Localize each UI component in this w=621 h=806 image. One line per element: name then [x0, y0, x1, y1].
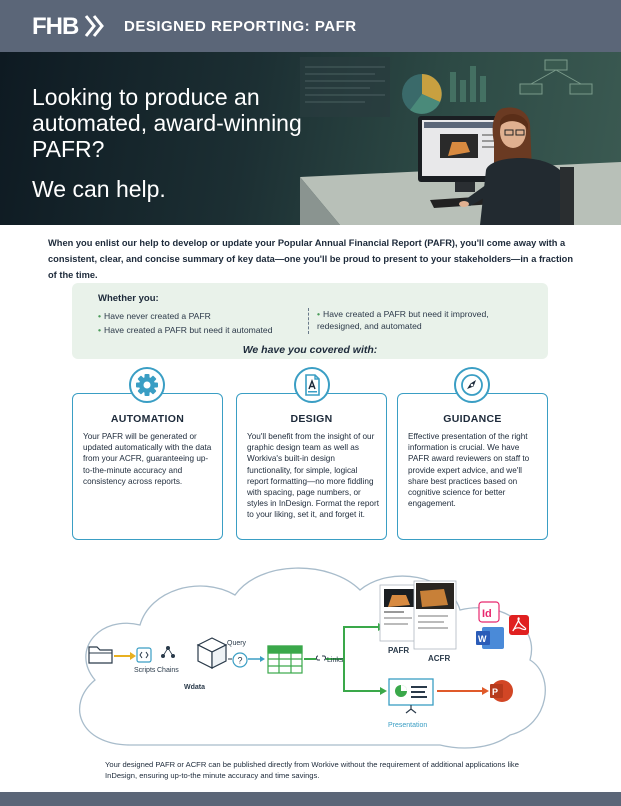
scripts-label: Scripts: [134, 667, 156, 674]
scripts-icon: [136, 647, 152, 663]
list-item: •Have created a PAFR but need it improve…: [317, 309, 489, 331]
covered-heading: We have you covered with:: [242, 344, 378, 356]
card-text: You'll benefit from the insight of our g…: [247, 432, 379, 520]
presentation-label: Presentation: [388, 722, 428, 729]
automation-card: AUTOMATION Your PAFR will be generated o…: [72, 393, 223, 540]
svg-text:P: P: [492, 687, 498, 697]
hero-headline: Looking to produce an automated, award-w…: [32, 84, 302, 162]
pafr-label: PAFR: [388, 646, 410, 655]
acrobat-icon: [509, 615, 529, 635]
hero-banner: Looking to produce an automated, award-w…: [0, 52, 621, 225]
gear-icon: [129, 367, 165, 403]
svg-text:Id: Id: [482, 608, 492, 620]
spreadsheet-icon: [267, 645, 303, 674]
whether-left-list: •Have never created a PAFR •Have created…: [98, 310, 293, 338]
folder-icon: [88, 646, 113, 664]
wdata-cube-icon: [196, 637, 228, 669]
whether-box: Whether you: •Have never created a PAFR …: [72, 283, 548, 359]
fhb-logo: FHB: [32, 13, 79, 40]
guidance-card: GUIDANCE Effective presentation of the r…: [397, 393, 548, 540]
hero-illustration: [300, 57, 621, 225]
list-item: •Have never created a PAFR: [98, 311, 211, 321]
hero-subheadline: We can help.: [32, 176, 166, 202]
link-icon: [316, 655, 326, 661]
card-text: Effective presentation of the right info…: [408, 432, 530, 509]
bullet-icon: •: [317, 309, 321, 319]
header-bar: FHB DESIGNED REPORTING: PAFR: [0, 0, 621, 52]
whether-right-list: •Have created a PAFR but need it improve…: [308, 308, 513, 334]
intro-paragraph: When you enlist our help to develop or u…: [48, 238, 574, 280]
document-design-icon: [294, 367, 330, 403]
chains-label: Chains: [157, 667, 179, 674]
wdata-label: Wdata: [184, 684, 205, 691]
links-label: Links: [327, 657, 344, 664]
list-item: •Have created a PAFR but need it automat…: [98, 325, 273, 335]
query-icon: [232, 652, 248, 668]
svg-text:W: W: [478, 634, 487, 644]
card-title: DESIGN: [290, 413, 333, 425]
bullet-icon: •: [98, 325, 102, 335]
powerpoint-icon: P: [490, 680, 513, 702]
acfr-report-thumbnail: [413, 580, 457, 650]
compass-icon: [454, 367, 490, 403]
workflow-diagram: ? Id W: [78, 567, 546, 749]
query-label: Query: [227, 640, 247, 647]
cloud-outline: [78, 567, 546, 749]
presentation-icon: [388, 678, 434, 714]
acfr-label: ACFR: [428, 654, 451, 663]
pafr-report-thumbnail: [379, 584, 421, 642]
bullet-icon: •: [98, 311, 102, 321]
logo-chevron-icon: [84, 15, 104, 37]
design-card: DESIGN You'll benefit from the insight o…: [236, 393, 387, 540]
footer-caption: Your designed PAFR or ACFR can be publis…: [105, 760, 519, 780]
whether-title: Whether you:: [98, 293, 159, 304]
word-icon: W: [476, 627, 504, 649]
footer-bar: [0, 792, 621, 806]
chains-icon: [161, 646, 175, 658]
card-title: AUTOMATION: [110, 413, 185, 425]
page-title: DESIGNED REPORTING: PAFR: [124, 18, 357, 35]
card-text: Your PAFR will be generated or updated a…: [83, 432, 212, 486]
indesign-icon: [478, 601, 500, 623]
card-title: GUIDANCE: [443, 413, 502, 425]
svg-text:?: ?: [238, 656, 243, 666]
